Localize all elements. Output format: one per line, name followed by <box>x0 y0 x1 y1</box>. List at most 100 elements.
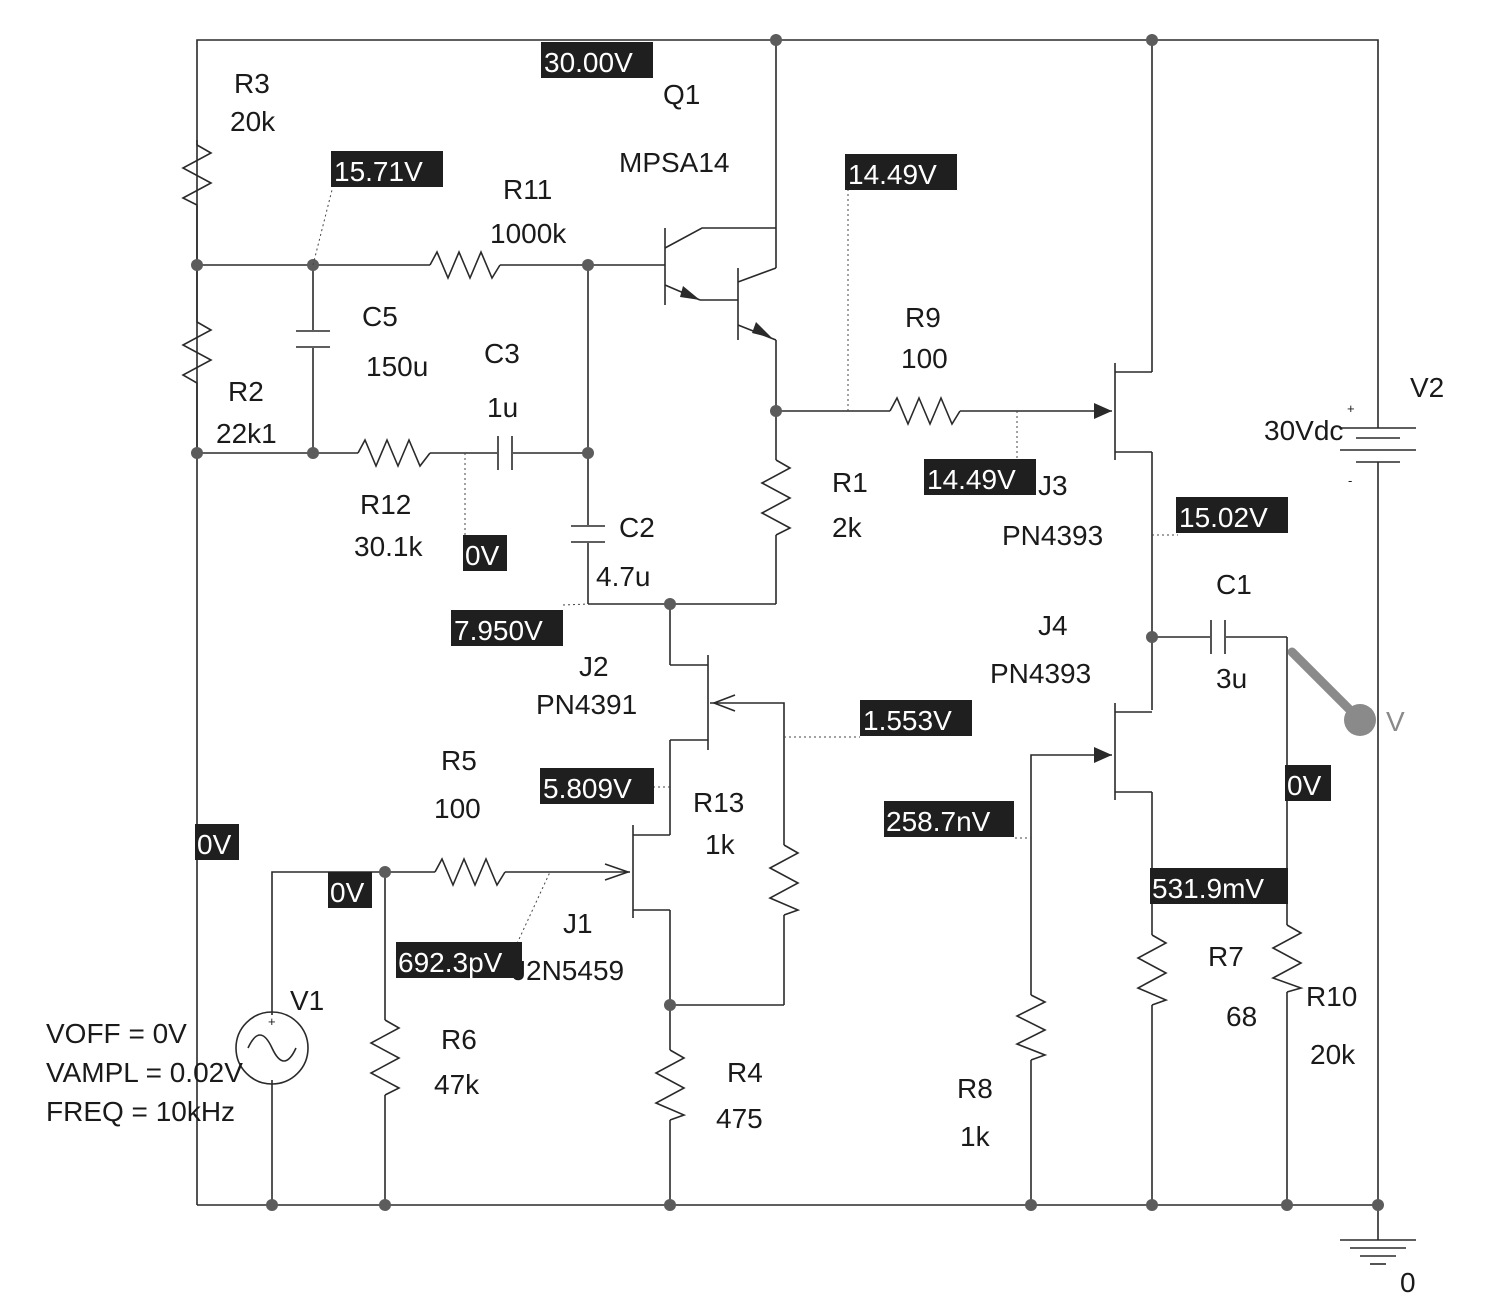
q1-value: MPSA14 <box>619 147 730 178</box>
resistor-r4 <box>654 1049 687 1121</box>
j2-ref: J2 <box>579 651 609 682</box>
jfet-j3 <box>1094 363 1152 460</box>
voltage-j1-gate: 692.3pV <box>398 947 503 978</box>
voltage-top-rail: 30.00V <box>544 47 633 78</box>
r11-ref: R11 <box>503 174 552 205</box>
battery-v2 <box>1340 420 1416 470</box>
r13-value: 1k <box>705 829 736 860</box>
voltage-marker: 0V <box>1285 765 1331 801</box>
jfet-j2 <box>670 655 736 750</box>
jfet-j1 <box>604 825 670 918</box>
capacitor-c3 <box>497 436 513 470</box>
r5-ref: R5 <box>441 745 477 776</box>
voltage-j4-source: 531.9mV <box>1152 873 1264 904</box>
r10-value: 20k <box>1310 1039 1356 1070</box>
resistors <box>181 140 1304 1121</box>
resistor-r9 <box>889 395 961 427</box>
v1-plus: + <box>268 1014 276 1029</box>
r6-ref: R6 <box>441 1024 477 1055</box>
c1-value: 3u <box>1216 663 1247 694</box>
r7-value: 68 <box>1226 1001 1257 1032</box>
capacitor-c5 <box>296 330 330 348</box>
c5-value: 150u <box>366 351 428 382</box>
jfet-j4 <box>1094 703 1152 800</box>
sine-source-v1 <box>235 1011 309 1085</box>
resistor-r13 <box>768 844 801 916</box>
voltage-marker: 14.49V <box>845 154 957 190</box>
transistor-q1 <box>664 227 777 341</box>
capacitor-c1 <box>1210 620 1226 654</box>
resistor-r5 <box>434 856 506 888</box>
v1-voff: VOFF = 0V <box>46 1018 187 1049</box>
component-labels: R3 20k R2 22k1 R11 1000k Q1 MPSA14 C5 15… <box>46 68 1444 1298</box>
voltage-marker: 258.7nV <box>884 801 1014 837</box>
j3-ref: J3 <box>1038 470 1068 501</box>
voltage-marker: 5.809V <box>540 768 654 804</box>
resistor-r7 <box>1136 934 1169 1006</box>
voltage-j4-gate: 258.7nV <box>886 806 991 837</box>
r10-ref: R10 <box>1306 981 1357 1012</box>
r9-value: 100 <box>901 343 948 374</box>
j4-value: PN4393 <box>990 658 1091 689</box>
wires <box>196 39 1379 1240</box>
r3-value: 20k <box>230 106 276 137</box>
r2-value: 22k1 <box>216 418 277 449</box>
resistor-r1 <box>760 459 792 536</box>
voltage-marker: 15.71V <box>331 151 443 187</box>
r12-value: 30.1k <box>354 531 423 562</box>
c1-ref: C1 <box>1216 569 1252 600</box>
r13-ref: R13 <box>693 787 744 818</box>
voltage-probe[interactable] <box>1287 647 1376 736</box>
probe-label: V <box>1386 706 1405 737</box>
voltage-marker: 531.9mV <box>1150 868 1288 904</box>
j1-ref: J1 <box>563 908 593 939</box>
r4-value: 475 <box>716 1103 763 1134</box>
j3-value: PN4393 <box>1002 520 1103 551</box>
c3-value: 1u <box>487 392 518 423</box>
voltage-v1-node: 0V <box>330 877 365 908</box>
voltage-marker: 14.49V <box>924 459 1036 495</box>
r7-ref: R7 <box>1208 941 1244 972</box>
v1-vampl: VAMPL = 0.02V <box>46 1057 243 1088</box>
r11-value: 1000k <box>490 218 567 249</box>
voltage-j1-drain: 5.809V <box>543 773 632 804</box>
resistor-r2 <box>181 265 213 453</box>
j2-value: PN4391 <box>536 689 637 720</box>
voltage-marker: 0V <box>328 872 372 908</box>
r4-ref: R4 <box>727 1057 763 1088</box>
r9-ref: R9 <box>905 302 941 333</box>
voltage-marker: 15.02V <box>1176 497 1288 533</box>
r6-value: 47k <box>434 1069 480 1100</box>
voltage-leaders <box>312 189 1178 949</box>
v2-minus: - <box>1348 473 1352 488</box>
capacitor-c2 <box>571 525 605 543</box>
junction-dots <box>191 34 1384 1211</box>
r5-value: 100 <box>434 793 481 824</box>
r12-ref: R12 <box>360 489 411 520</box>
voltage-output: 0V <box>1287 770 1322 801</box>
r1-value: 2k <box>832 512 863 543</box>
voltage-r12-c3-node: 0V <box>465 540 500 571</box>
resistor-r12 <box>357 437 431 469</box>
voltage-marker: 692.3pV <box>396 942 522 978</box>
v2-ref: V2 <box>1410 372 1444 403</box>
c2-ref: C2 <box>619 512 655 543</box>
voltage-markers: 30.00V 15.71V 14.49V 14.49V 0V 7.950V 15… <box>195 42 1331 978</box>
resistor-r3 <box>181 140 213 265</box>
v1-freq: FREQ = 10kHz <box>46 1096 235 1127</box>
r2-ref: R2 <box>228 376 264 407</box>
j1-value: J2N5459 <box>512 955 624 986</box>
voltage-marker: 0V <box>195 824 239 860</box>
v2-value: 30Vdc <box>1264 415 1343 446</box>
v2-plus: + <box>1347 401 1355 416</box>
resistor-r11 <box>429 249 501 281</box>
c3-ref: C3 <box>484 338 520 369</box>
voltage-j3-gate: 14.49V <box>927 464 1016 495</box>
r3-ref: R3 <box>234 68 270 99</box>
r1-ref: R1 <box>832 467 868 498</box>
c2-value: 4.7u <box>596 561 651 592</box>
voltage-c2-bottom: 7.950V <box>454 615 543 646</box>
j4-ref: J4 <box>1038 610 1068 641</box>
q1-ref: Q1 <box>663 79 700 110</box>
ground-label: 0 <box>1400 1267 1416 1298</box>
